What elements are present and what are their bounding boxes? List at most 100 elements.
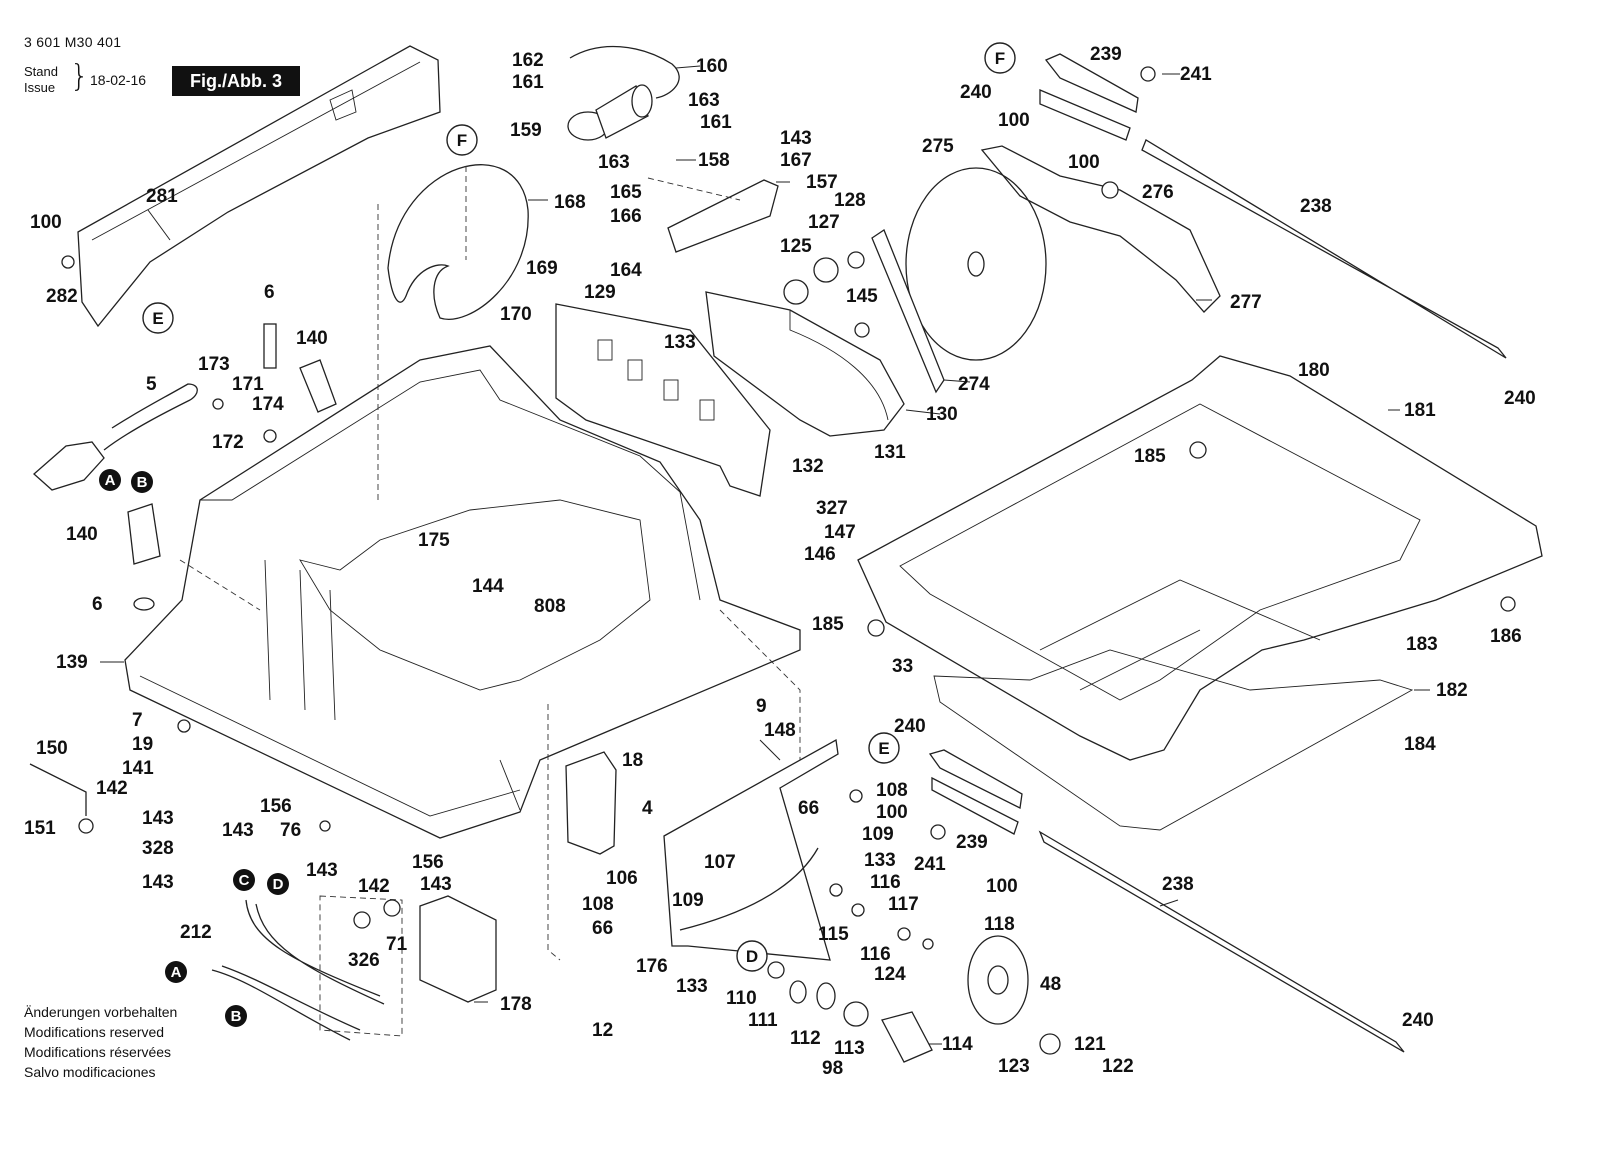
cable-a: [211, 965, 361, 1041]
part-label: 109: [862, 824, 894, 845]
callout-F-top-text: F: [457, 131, 467, 150]
part-label: 281: [146, 186, 178, 207]
part-label: 140: [66, 524, 98, 545]
bottom-plate-part: [933, 649, 1414, 831]
stand-issue-labels: Stand Issue: [24, 64, 58, 96]
callout-A-bottom: [165, 961, 187, 983]
base-housing-part: [124, 345, 801, 839]
part-label: 174: [252, 394, 284, 415]
part-label: 9: [756, 696, 767, 717]
part-label: 176: [636, 956, 668, 977]
document-number: 3 601 M30 401: [24, 34, 122, 50]
part-label: 143: [306, 860, 338, 881]
part-label: 165: [610, 182, 642, 203]
callout-E-left-text: E: [152, 309, 163, 328]
part-label: 143: [222, 820, 254, 841]
part-label: 142: [358, 876, 390, 897]
arm-277-part: [980, 145, 1221, 313]
callout-E-left: [142, 302, 174, 334]
part-label: 115: [818, 924, 849, 945]
modifications-disclaimer: Änderungen vorbehalten Modifications res…: [24, 1002, 177, 1082]
bracket-157: [667, 179, 779, 253]
handwheel-part: [967, 935, 1029, 1025]
part-label: 116: [860, 944, 891, 965]
hardware-markers: [61, 66, 1516, 1063]
part-label: 127: [808, 212, 840, 233]
assembly-lines: [179, 166, 801, 1037]
part-label: 33: [892, 656, 913, 677]
disclaimer-line-en: Modifications reserved: [24, 1024, 165, 1040]
part-label: 66: [798, 798, 819, 819]
power-plug: [33, 441, 105, 491]
part-label: 121: [1074, 1034, 1106, 1055]
callout-A-top: [99, 469, 121, 491]
part-label: 100: [30, 212, 62, 233]
part-label: 161: [700, 112, 732, 133]
part-label: 164: [610, 260, 642, 281]
part-label: 133: [676, 976, 708, 997]
callout-D-bottom: [267, 873, 289, 895]
disclaimer-line-fr: Modifications réservées: [24, 1044, 172, 1060]
part-label: 148: [764, 720, 796, 741]
part-label: 808: [534, 596, 566, 617]
part-label: 239: [1090, 44, 1122, 65]
part-label: 143: [780, 128, 812, 149]
part-label: 107: [704, 852, 736, 873]
part-label: 6: [264, 282, 275, 303]
part-label: 143: [142, 872, 174, 893]
callout-A-top-text: A: [105, 472, 116, 489]
rear-rail-part: [77, 45, 441, 328]
part-label: 131: [874, 442, 906, 463]
part-label: 100: [998, 110, 1030, 131]
part-label: 12: [592, 1020, 613, 1041]
part-label: 108: [876, 780, 908, 801]
part-label: 110: [726, 988, 757, 1009]
part-label: 167: [780, 150, 812, 171]
switch-part: [565, 751, 617, 855]
part-label: 76: [280, 820, 301, 841]
part-label: 181: [1404, 400, 1436, 421]
part-label: 171: [232, 374, 264, 395]
part-label: 123: [998, 1056, 1030, 1077]
part-label: 168: [554, 192, 586, 213]
part-label: 327: [816, 498, 848, 519]
part-label: 145: [846, 286, 878, 307]
figure-label: Fig./Abb. 3: [172, 66, 300, 96]
part-label: 71: [386, 934, 408, 955]
disclaimer-line-es: Salvo modificaciones: [24, 1064, 156, 1080]
base-frame-part: [857, 355, 1543, 761]
part-label: 166: [610, 206, 642, 227]
leader-lines: [100, 65, 1430, 1045]
callout-D-bottom-text: D: [273, 876, 284, 893]
part-label: 116: [870, 872, 901, 893]
rail-guide-239b: [928, 749, 1023, 809]
part-label: 240: [1504, 388, 1536, 409]
part-label: 157: [806, 172, 838, 193]
part-label: 158: [698, 150, 730, 171]
rail-guide-239: [1044, 53, 1139, 113]
stand-label: Stand: [24, 64, 58, 79]
part-label: 66: [592, 918, 613, 939]
callout-markers: F E F E D A B C D A B: [99, 42, 1016, 1027]
part-label: 241: [914, 854, 946, 875]
part-label: 108: [582, 894, 614, 915]
callout-A-bottom-text: A: [171, 964, 182, 981]
part-label: 328: [142, 838, 174, 859]
part-label: 150: [36, 738, 68, 759]
part-label: 130: [926, 404, 958, 425]
part-label: 144: [472, 576, 504, 597]
part-label: 275: [922, 136, 954, 157]
part-label: 185: [1134, 446, 1166, 467]
part-label: 212: [180, 922, 212, 943]
callout-B-bottom: [225, 1005, 247, 1027]
callout-F-right: [984, 42, 1016, 74]
part-label: 240: [894, 716, 926, 737]
part-label: 175: [418, 530, 450, 551]
part-label: 240: [1402, 1010, 1434, 1031]
part-label: 180: [1298, 360, 1330, 381]
parts-outlines: [29, 45, 1543, 1053]
part-label: 151: [24, 818, 56, 839]
hex-key: [29, 763, 87, 816]
